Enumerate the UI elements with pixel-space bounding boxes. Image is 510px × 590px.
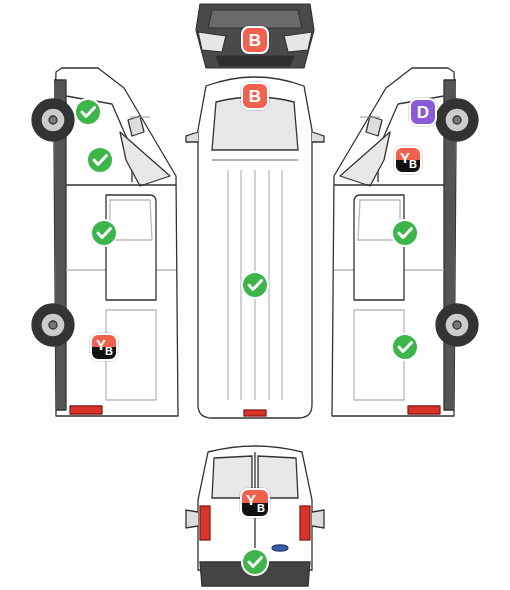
badge-letter: D bbox=[417, 104, 429, 121]
ok-markers bbox=[75, 99, 418, 575]
left-side-view bbox=[32, 68, 178, 416]
damage-badge: YB bbox=[90, 333, 118, 361]
badge-letter: B bbox=[409, 159, 417, 170]
badge-letter: Y bbox=[246, 492, 256, 507]
damage-badge: YB bbox=[240, 488, 270, 518]
badge-letter: Y bbox=[96, 337, 106, 352]
damage-badge: D bbox=[409, 98, 437, 126]
badge-letter: B bbox=[249, 32, 261, 49]
damage-badge: B bbox=[241, 26, 269, 54]
badge-letter: B bbox=[249, 88, 261, 105]
badge-letter: B bbox=[105, 346, 113, 357]
badge-letter: Y bbox=[400, 150, 410, 165]
damage-badge: B bbox=[241, 82, 269, 110]
front-view bbox=[196, 4, 314, 68]
badge-letter: B bbox=[257, 503, 265, 514]
right-side-view bbox=[332, 68, 478, 416]
rear-view bbox=[186, 446, 324, 586]
damage-badge: YB bbox=[394, 146, 422, 174]
roof-view bbox=[186, 77, 324, 418]
